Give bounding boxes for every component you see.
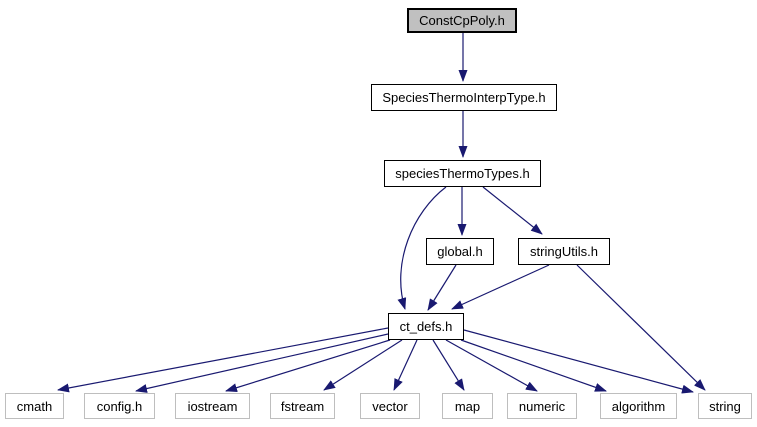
node-string: string [698,393,752,419]
node-stringUtils_h[interactable]: stringUtils.h [518,238,610,265]
node-numeric: numeric [507,393,577,419]
node-ct_defs_h[interactable]: ct_defs.h [388,313,464,340]
node-iostream: iostream [175,393,250,419]
edge-stringUtils_h-to-ct_defs_h [451,264,550,310]
node-ConstCpPoly_h: ConstCpPoly.h [407,8,517,33]
edge-speciesThermoTypes_h-to-ct_defs_h [397,186,447,310]
edge-speciesThermoTypes_h-to-stringUtils_h [482,186,543,235]
edge-stringUtils_h-to-string [576,264,706,391]
edge-ct_defs_h-to-algorithm [460,339,607,392]
edge-ct_defs_h-to-fstream [323,339,403,391]
node-cmath: cmath [5,393,64,419]
node-vector: vector [360,393,420,419]
node-global_h[interactable]: global.h [426,238,494,265]
edge-ct_defs_h-to-config_h [135,333,389,393]
edge-global_h-to-ct_defs_h [427,264,457,311]
edge-ct_defs_h-to-cmath [57,327,389,393]
node-fstream: fstream [270,393,335,419]
edge-ct_defs_h-to-string [463,329,694,394]
node-SpeciesThermoInterpType_h[interactable]: SpeciesThermoInterpType.h [371,84,557,111]
edge-ct_defs_h-to-map [432,339,465,391]
node-map: map [442,393,493,419]
edge-ct_defs_h-to-numeric [445,339,538,392]
node-algorithm: algorithm [600,393,677,419]
edge-ct_defs_h-to-iostream [225,339,391,393]
node-config_h: config.h [84,393,155,419]
node-speciesThermoTypes_h[interactable]: speciesThermoTypes.h [384,160,541,187]
edge-ct_defs_h-to-vector [393,339,418,391]
